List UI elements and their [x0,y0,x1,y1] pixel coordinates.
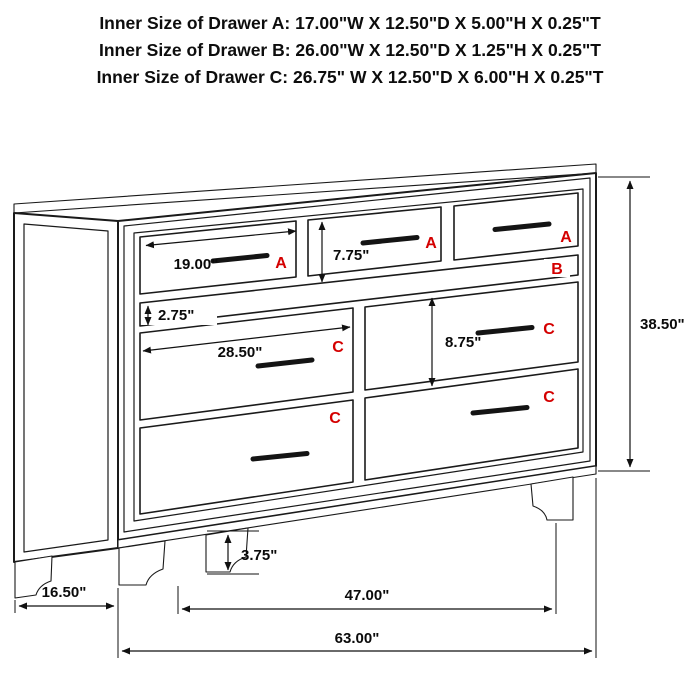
dim-arrow-drawer-a-width [145,228,297,249]
dimension-annotations: 19.00" 7.75" 2.75" 28.50" 8.75" 38.50" [14,176,685,658]
dim-backplate-drawer-b-height [141,305,217,325]
drawer-c4-handle [470,405,530,416]
drawer-c4-label: C [543,389,555,406]
dresser-front-frame-mid-line [123,177,591,533]
drawer-letter-labels: A A A B C C C C [275,229,572,427]
drawer-a3-label: A [560,229,572,246]
drawer-c3-handle [250,451,310,462]
dim-label-overall-width: 63.00" [335,630,380,647]
dresser-front-frame-inner-line [133,188,584,522]
dresser-side-panel [13,212,119,563]
foot-front-left [118,540,166,586]
dim-label-drawer-c-height: 8.75" [445,334,481,351]
drawer-b-glitter-front [139,254,579,327]
drawer-c3-label: C [329,410,341,427]
drawer-c3 [139,399,354,515]
title-line-drawer-a: Inner Size of Drawer A: 17.00"W X 12.50"… [99,13,601,33]
drawer-c2-label: C [543,321,555,338]
dim-label-drawer-a-width: 19.00" [174,256,219,273]
dim-label-drawer-c-width: 28.50" [218,344,263,361]
drawer-a2-handle [360,235,420,246]
drawer-c2-handle [475,325,535,336]
title-line-drawer-c: Inner Size of Drawer C: 26.75" W X 12.50… [96,67,604,87]
drawer-c2 [364,281,579,391]
title-block: Inner Size of Drawer A: 17.00"W X 12.50"… [0,10,700,91]
drawer-a1-handle [210,253,270,264]
dim-label-foot-height: 3.75" [241,547,277,564]
dim-label-drawer-a-height: 7.75" [333,247,369,264]
drawer-b-label-backplate [544,259,570,277]
drawer-b-label: B [551,261,563,278]
foot-front-right [530,476,574,521]
drawer-a3-handle [492,221,552,232]
dim-arrow-drawer-c-width [142,324,351,354]
drawers [139,192,579,515]
dim-label-overall-height: 38.50" [640,316,685,333]
drawer-c1-handle [255,357,315,369]
dresser-side-panel-inner-line [23,223,109,553]
title-line-drawer-b: Inner Size of Drawer B: 26.00"W X 12.50"… [99,40,601,60]
dim-label-side-depth: 16.50" [42,584,87,601]
dresser-base-rail [117,465,597,549]
dim-label-drawer-b-height: 2.75" [158,307,194,324]
foot-back-left [14,555,53,599]
dim-label-between-legs: 47.00" [345,587,390,604]
drawer-a1-label: A [275,255,287,272]
drawer-c4 [364,368,579,481]
drawer-c1-label: C [332,339,344,356]
drawer-a2-label: A [425,235,437,252]
